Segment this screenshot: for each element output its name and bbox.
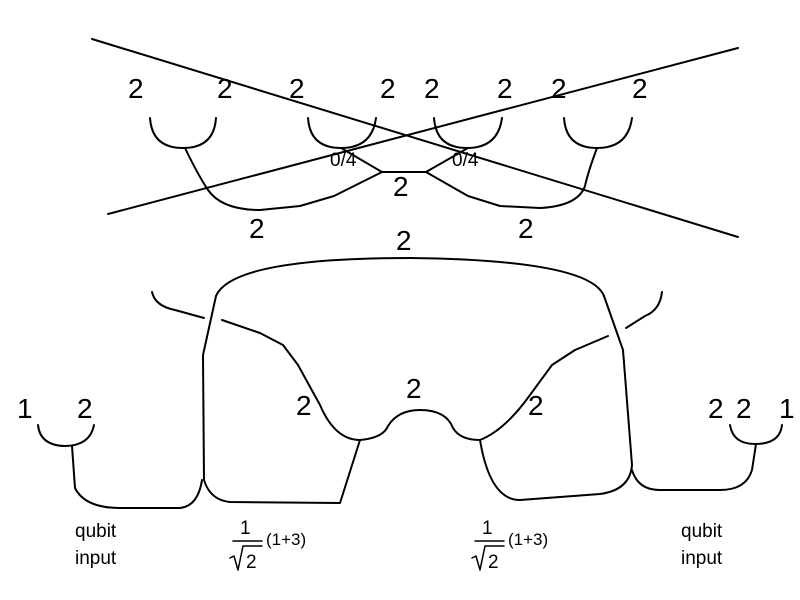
- top-cap-label-3: 2: [289, 73, 305, 104]
- coef-left-radicand: 2: [246, 552, 257, 573]
- crossing-line-descending: [91, 38, 739, 238]
- crossing-line-ascending: [107, 47, 739, 215]
- right-cap-label-1: 2: [708, 393, 724, 424]
- bottom-center-label: 2: [406, 373, 422, 404]
- bottom-top-arc-label: 2: [396, 225, 412, 256]
- top-cap-label-2: 2: [217, 73, 233, 104]
- strand-top-left: [184, 147, 383, 211]
- top-cap-label-6: 2: [497, 73, 513, 104]
- bottom-left-tick: [151, 291, 205, 319]
- top-lower-right-label: 2: [518, 213, 534, 244]
- bottom-diagram: 2 2 2 2 1 2 2 2 1 qubit input qubit inpu…: [17, 225, 795, 573]
- ratio-label-left: 0/4: [330, 150, 357, 171]
- coefficient-right: 1 2 (1+3): [471, 518, 548, 573]
- right-qubit-input-line2: input: [681, 548, 723, 569]
- right-cap-label-2: 2: [736, 393, 752, 424]
- left-cap-label-2: 2: [77, 393, 93, 424]
- coef-right-radical: [471, 545, 505, 571]
- bottom-left-outer-strand: [202, 295, 361, 504]
- bottom-center-bump: [359, 409, 481, 441]
- cap-top-1: [149, 117, 217, 149]
- top-cap-label-1: 2: [128, 73, 144, 104]
- top-cap-label-8: 2: [632, 73, 648, 104]
- bottom-right-inner-strand: [479, 335, 609, 441]
- bottom-right-inner-label: 2: [528, 390, 544, 421]
- left-qubit-strand: [71, 445, 203, 509]
- cap-top-3: [433, 117, 503, 149]
- bottom-left-inner-strand: [221, 319, 361, 441]
- top-diagram: 2 2 2 2 2 2 2 2 0/4 0/4 2 2 2: [91, 38, 739, 244]
- bottom-left-inner-label: 2: [296, 390, 312, 421]
- bottom-top-arc: [215, 257, 605, 297]
- strand-top-center: [340, 147, 469, 173]
- coef-left-radical: [229, 545, 263, 571]
- coef-left-term: (1+3): [266, 530, 306, 549]
- coef-right-term: (1+3): [508, 530, 548, 549]
- top-cap-label-4: 2: [380, 73, 396, 104]
- coefficient-left: 1 2 (1+3): [229, 518, 306, 573]
- coef-left-numerator: 1: [240, 518, 251, 539]
- coef-right-numerator: 1: [482, 518, 493, 539]
- left-qubit-input-line1: qubit: [75, 521, 117, 542]
- right-qubit-strand: [631, 443, 757, 491]
- top-cap-label-7: 2: [551, 73, 567, 104]
- right-cap-label-3: 1: [779, 393, 795, 424]
- top-center-label: 2: [393, 171, 409, 202]
- left-cap-label-1: 1: [17, 393, 33, 424]
- ratio-label-right: 0/4: [452, 150, 479, 171]
- right-qubit-cap: [729, 424, 783, 445]
- bottom-right-outer-strand: [479, 295, 633, 501]
- bottom-right-tick: [625, 291, 663, 329]
- coef-right-radicand: 2: [488, 552, 499, 573]
- top-lower-left-label: 2: [249, 213, 265, 244]
- left-qubit-cap: [37, 424, 95, 447]
- cap-top-4: [563, 117, 633, 149]
- top-cap-label-5: 2: [424, 73, 440, 104]
- strand-top-right: [425, 147, 598, 209]
- left-qubit-input-line2: input: [75, 548, 117, 569]
- right-qubit-input-line1: qubit: [681, 521, 723, 542]
